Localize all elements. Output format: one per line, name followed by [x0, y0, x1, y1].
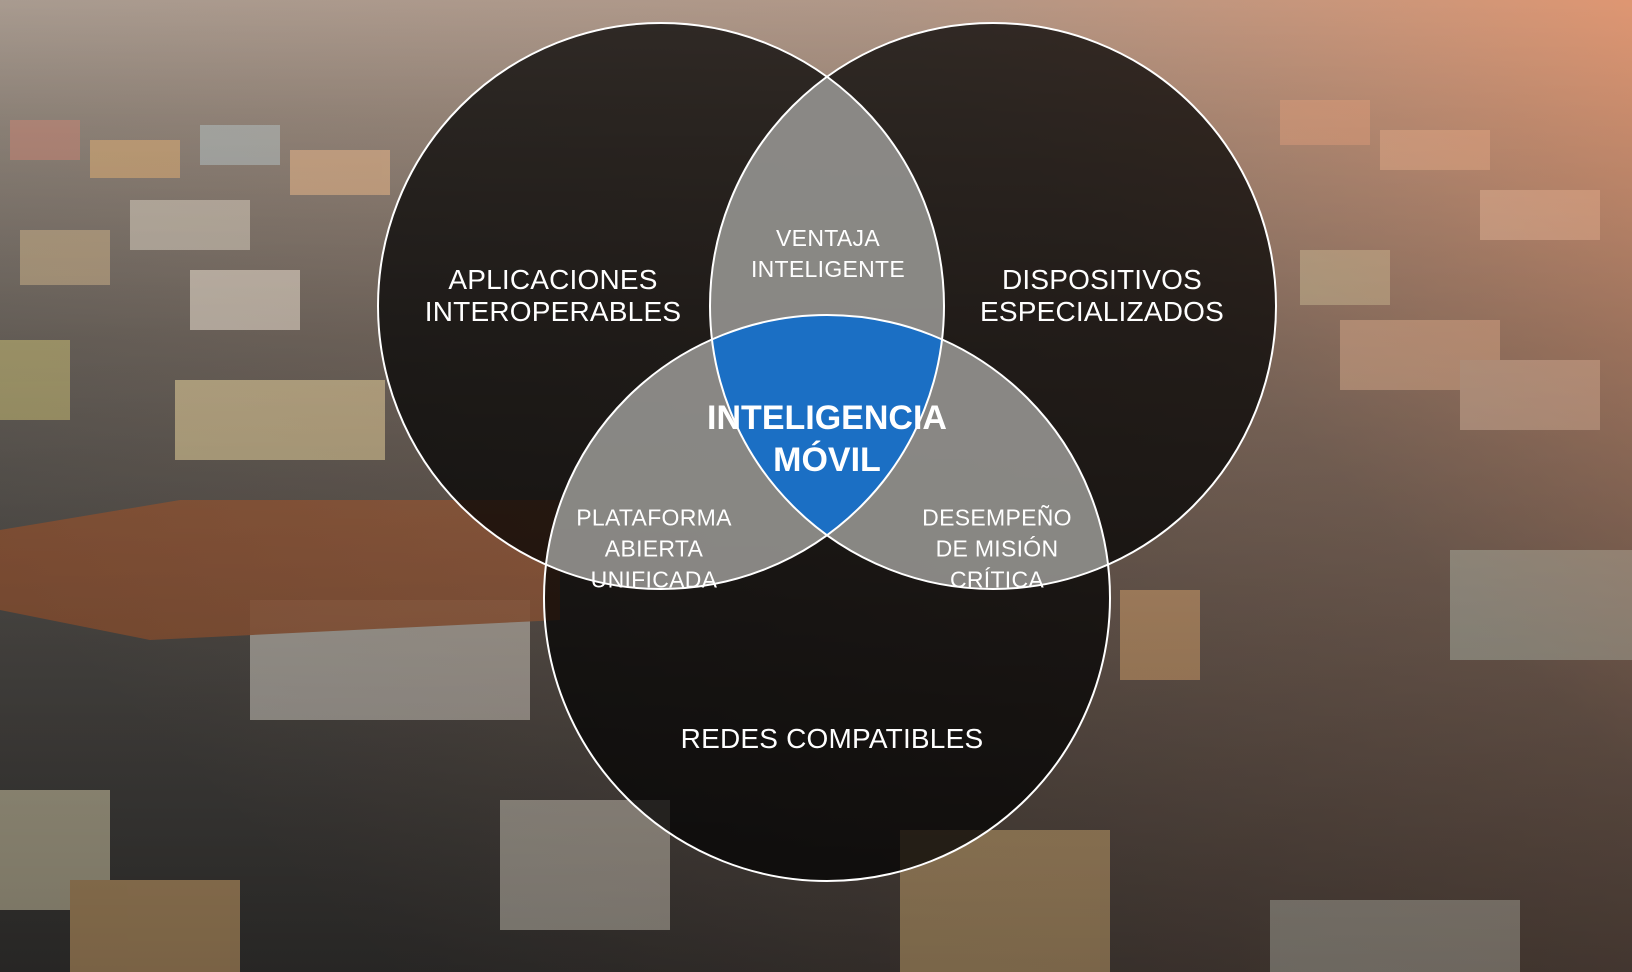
label-redes-compatibles: REDES COMPATIBLES — [681, 725, 984, 753]
label-line: PLATAFORMA — [576, 504, 732, 531]
label-plataforma-abierta-unificada: PLATAFORMA ABIERTA UNIFICADA — [576, 504, 732, 593]
label-line: UNIFICADA — [590, 566, 718, 593]
circle-outline-right — [709, 22, 1277, 590]
label-line: MÓVIL — [773, 441, 881, 479]
overlap-left — [544, 315, 944, 589]
label-line: ESPECIALIZADOS — [980, 296, 1224, 327]
label-line: CRÍTICA — [949, 566, 1045, 593]
label-line: VENTAJA — [776, 225, 880, 251]
label-line: DESEMPEÑO — [922, 504, 1072, 531]
label-ventaja-inteligente: VENTAJA INTELIGENTE — [751, 227, 905, 281]
label-inteligencia-movil: INTELIGENCIA MÓVIL — [707, 401, 947, 477]
label-line: ABIERTA — [604, 535, 704, 562]
overlap-right — [710, 315, 1110, 589]
label-desempeno-mision-critica: DESEMPEÑO DE MISIÓN CRÍTICA — [922, 504, 1072, 593]
circle-outline-left — [377, 22, 945, 590]
label-line: INTELIGENCIA — [707, 399, 947, 437]
label-line: REDES COMPATIBLES — [680, 723, 984, 754]
label-line: INTEROPERABLES — [424, 296, 682, 327]
label-aplicaciones-interoperables: APLICACIONES INTEROPERABLES — [425, 266, 681, 326]
label-line: APLICACIONES — [448, 264, 658, 295]
circle-outline-bottom — [543, 314, 1111, 882]
label-line: INTELIGENTE — [750, 256, 906, 282]
label-line: DISPOSITIVOS — [1002, 264, 1202, 295]
label-dispositivos-especializados: DISPOSITIVOS ESPECIALIZADOS — [980, 266, 1224, 326]
label-line: DE MISIÓN — [935, 535, 1059, 562]
